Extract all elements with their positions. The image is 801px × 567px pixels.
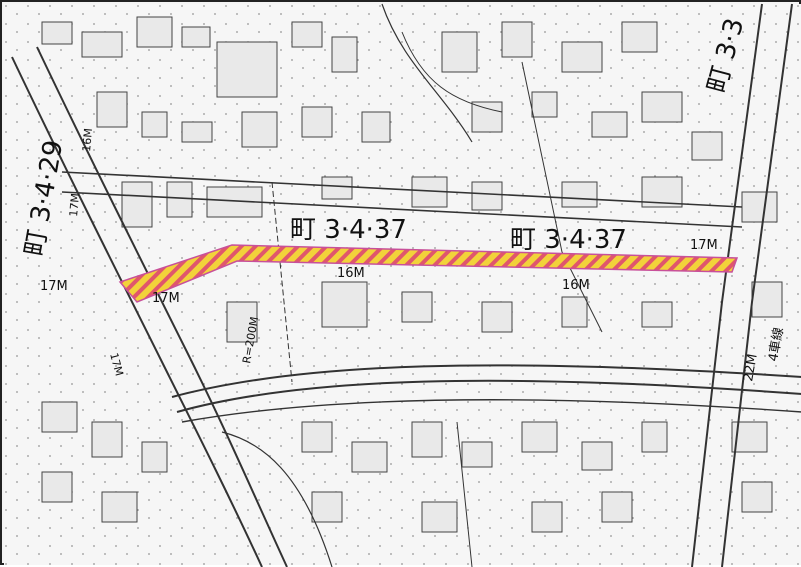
- width-label-16m-right: 16M: [562, 278, 590, 293]
- width-label-17m-vertical: 17M: [67, 193, 82, 218]
- width-label-16m-mid: 16M: [337, 266, 365, 281]
- building-blocks: [41, 16, 783, 533]
- route-label-center-right: 町 3·4·37: [510, 225, 627, 255]
- width-label-17m-left: 17M: [40, 279, 68, 294]
- route-label-center-left: 町 3·4·37: [290, 215, 407, 245]
- width-label-22m: 22M: [741, 353, 761, 383]
- width-label-17m-end: 17M: [690, 238, 718, 253]
- width-label-17m-strip-start: 17M: [152, 291, 180, 306]
- planned-road-strip[interactable]: [118, 244, 739, 303]
- lane-count-label: 4車線: [765, 326, 787, 363]
- width-label-17m-lower: 17M: [107, 351, 126, 377]
- road-network: [11, 3, 801, 567]
- width-label-16m-upper: 16M: [80, 128, 95, 153]
